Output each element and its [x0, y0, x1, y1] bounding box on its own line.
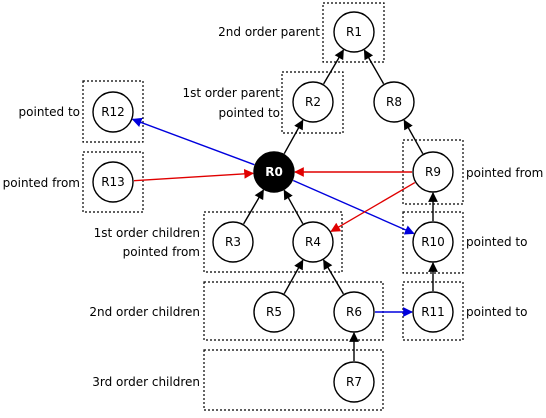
- node-label-r2: R2: [305, 95, 321, 109]
- node-circle-r7: [333, 361, 375, 403]
- node-circle-r3: [212, 221, 254, 263]
- node-label-r10: R10: [421, 235, 445, 249]
- box-first-order-children: [203, 211, 343, 273]
- node-label-r13: R13: [101, 175, 125, 189]
- node-r3: R3: [212, 221, 254, 263]
- label-first-order-children: 1st order children: [94, 226, 200, 240]
- box-pointed-to-r12: [82, 80, 144, 143]
- node-r9: R9: [412, 151, 454, 193]
- box-pointed-from-r13: [82, 151, 144, 213]
- node-label-r11: R11: [421, 305, 445, 319]
- edge-r0-to-r10: [292, 179, 415, 235]
- label-pointed-to-r11: pointed to: [466, 305, 527, 319]
- node-label-r3: R3: [225, 235, 241, 249]
- node-label-r0: R0: [265, 165, 283, 179]
- label-pointed-to-r2: pointed to: [219, 106, 280, 120]
- node-r1: R1: [333, 11, 375, 53]
- node-r6: R6: [333, 291, 375, 333]
- box-first-order-parent: [281, 71, 344, 134]
- node-circle-r4: [292, 221, 334, 263]
- node-label-r9: R9: [425, 165, 441, 179]
- edge-r0-to-r12: [131, 117, 255, 166]
- edge-r8-to-r1: [363, 49, 385, 85]
- node-r5: R5: [253, 291, 295, 333]
- edge-r6-to-r4: [323, 259, 344, 295]
- node-label-r5: R5: [266, 305, 282, 319]
- edge-r0-to-r2: [283, 119, 304, 154]
- edge-r13-to-r0: [133, 168, 255, 182]
- node-circle-r1: [333, 11, 375, 53]
- group-labels: 2nd order parent 1st order parent pointe…: [3, 25, 544, 389]
- node-r0: R0: [253, 151, 295, 193]
- node-label-r12: R12: [101, 105, 125, 119]
- edge-r9-to-r8: [403, 119, 424, 154]
- box-third-order-children: [203, 349, 384, 411]
- node-r7: R7: [333, 361, 375, 403]
- node-r12: R12: [92, 91, 134, 133]
- node-r13: R13: [92, 161, 134, 203]
- edge-r4-to-r0: [283, 189, 304, 224]
- edge-r9-to-r4: [330, 181, 416, 233]
- node-circle-r6: [333, 291, 375, 333]
- node-circle-r8: [373, 81, 415, 123]
- edge-r5-to-r4: [283, 259, 304, 294]
- node-r11: R11: [412, 291, 454, 333]
- label-pointed-from-r9: pointed from: [466, 166, 543, 180]
- label-third-order-children: 3rd order children: [92, 375, 200, 389]
- node-circle-r5: [253, 291, 295, 333]
- label-second-order-parent: 2nd order parent: [218, 25, 320, 39]
- edge-r2-to-r1: [323, 49, 344, 85]
- label-pointed-to-r12: pointed to: [19, 105, 80, 119]
- node-circle-r0: [253, 151, 295, 193]
- node-circle-r9: [412, 151, 454, 193]
- label-pointed-from-children: pointed from: [123, 245, 200, 259]
- label-pointed-from-r13: pointed from: [3, 176, 80, 190]
- node-circle-r10: [412, 221, 454, 263]
- node-label-r7: R7: [346, 375, 362, 389]
- edges: [131, 49, 438, 361]
- label-second-order-children: 2nd order children: [89, 305, 200, 319]
- label-pointed-to-r10: pointed to: [466, 235, 527, 249]
- node-r2: R2: [292, 81, 334, 123]
- node-r10: R10: [412, 221, 454, 263]
- box-second-order-children: [203, 281, 384, 341]
- group-boxes: [82, 2, 464, 411]
- node-label-r1: R1: [346, 25, 362, 39]
- label-first-order-parent: 1st order parent: [182, 86, 280, 100]
- node-label-r8: R8: [386, 95, 402, 109]
- node-circle-r11: [412, 291, 454, 333]
- node-r4: R4: [292, 221, 334, 263]
- node-r8: R8: [373, 81, 415, 123]
- node-circle-r12: [92, 91, 134, 133]
- node-label-r4: R4: [305, 235, 321, 249]
- node-circle-r13: [92, 161, 134, 203]
- node-circle-r2: [292, 81, 334, 123]
- edge-r3-to-r0: [243, 189, 264, 225]
- node-label-r6: R6: [346, 305, 362, 319]
